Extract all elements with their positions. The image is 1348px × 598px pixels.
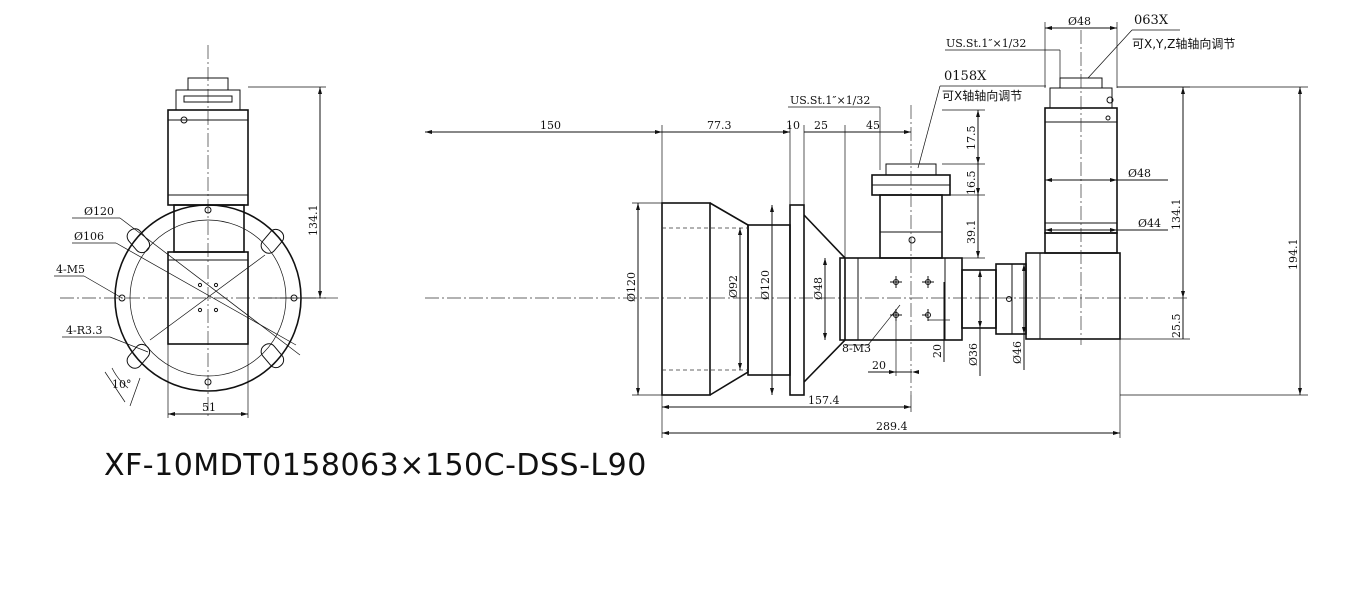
dim-8-m3: 8-M3	[842, 342, 871, 355]
dim-d46: Ø46	[1011, 341, 1024, 364]
dim-20-vertical: 20	[931, 344, 944, 358]
dim-25: 25	[814, 119, 828, 132]
lens2-note: 可X,Y,Z轴轴向调节	[1132, 36, 1235, 51]
dim-d120-flange: Ø120	[759, 270, 772, 300]
dim-d92: Ø92	[727, 275, 740, 298]
dim-d106-side: Ø106	[74, 230, 104, 243]
dim-10: 10	[786, 119, 800, 132]
dim-77-3: 77.3	[707, 119, 732, 132]
dim-4-r3-3: 4-R3.3	[66, 324, 103, 337]
dim-angle-10: 10°	[112, 378, 132, 391]
dim-d48-cube: Ø48	[812, 277, 825, 300]
dim-d120-side: Ø120	[84, 205, 114, 218]
lens1-note: 可X轴轴向调节	[942, 88, 1022, 103]
dim-45: 45	[866, 119, 880, 132]
dim-4-m5: 4-M5	[56, 263, 85, 276]
dim-d48-column: Ø48	[1128, 167, 1151, 180]
dim-width-51: 51	[202, 401, 216, 414]
lens2-code: 063X	[1134, 13, 1169, 28]
dim-16-5: 16.5	[965, 171, 978, 196]
dim-d120-front: Ø120	[625, 272, 638, 302]
front-view: 150 77.3 10 25 45 US.St.1″×1/32 0158X 可X…	[425, 13, 1308, 438]
dim-17-5: 17.5	[965, 126, 978, 151]
dim-20-horizontal: 20	[872, 359, 886, 372]
dim-25-5: 25.5	[1170, 314, 1183, 339]
dim-134-1-front: 134.1	[1170, 199, 1183, 231]
thread-callout-1: US.St.1″×1/32	[790, 94, 870, 107]
dim-194-1: 194.1	[1287, 239, 1300, 271]
dim-d36: Ø36	[967, 343, 980, 366]
dim-d44: Ø44	[1138, 217, 1161, 230]
dim-157-4: 157.4	[808, 394, 840, 407]
dim-150: 150	[540, 119, 561, 132]
dim-39-1: 39.1	[965, 220, 978, 245]
dim-d48-top: Ø48	[1068, 15, 1091, 28]
thread-callout-2: US.St.1″×1/32	[946, 37, 1026, 50]
dim-height-134-1-side: 134.1	[307, 205, 320, 237]
model-number: XF-10MDT0158063×150C-DSS-L90	[104, 448, 647, 483]
dim-289-4: 289.4	[876, 420, 908, 433]
lens1-code: 0158X	[944, 69, 987, 84]
side-view: Ø120 Ø106 4-M5 4-R3.3 10° 51 134.1	[54, 45, 340, 418]
